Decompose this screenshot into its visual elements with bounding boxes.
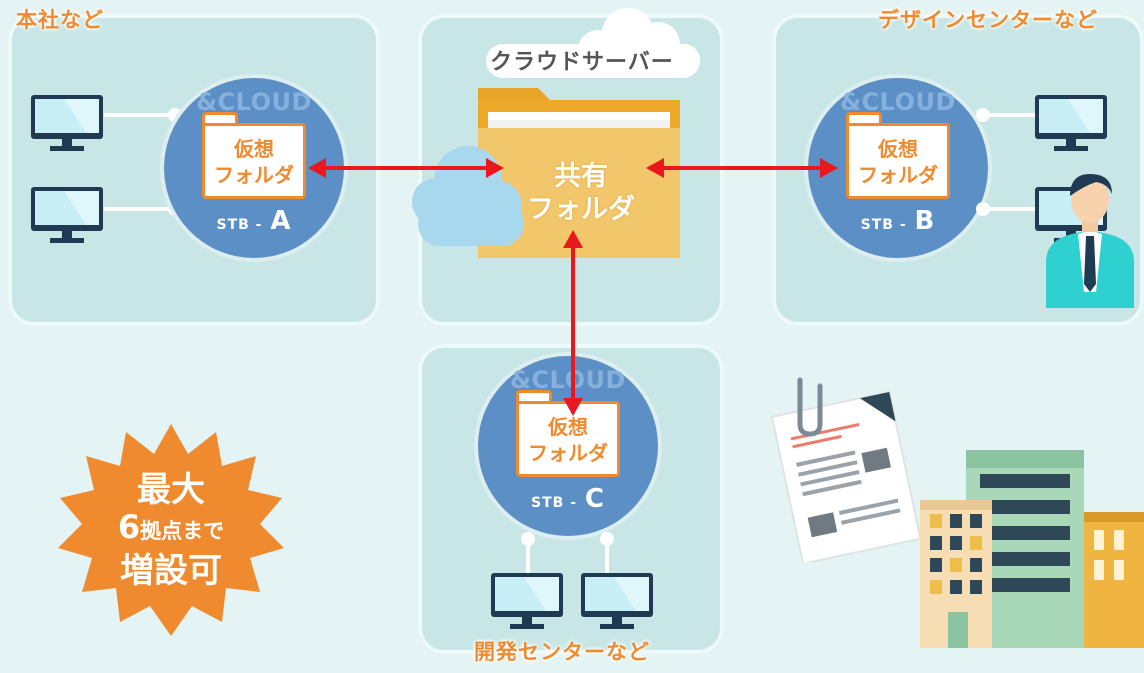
stb-letter: A xyxy=(270,206,292,236)
monitor-icon xyxy=(1035,95,1107,151)
arrowhead-icon xyxy=(308,158,326,178)
cloud-icon xyxy=(486,8,700,78)
connector-dot xyxy=(600,532,614,546)
badge-number: 6 xyxy=(117,508,141,546)
connector-dot xyxy=(976,202,990,216)
stb-id: STB - B xyxy=(808,206,988,236)
starburst-badge-icon xyxy=(58,424,284,636)
person-icon xyxy=(1046,174,1134,308)
connector-line xyxy=(605,540,609,574)
cloud-behind-folder-icon xyxy=(412,146,524,246)
stb-letter: C xyxy=(584,484,605,514)
folder-tab xyxy=(516,390,552,404)
stb-prefix: STB - xyxy=(860,217,913,233)
arrowhead-icon xyxy=(646,158,664,178)
shared-folder-label: 共有 フォルダ xyxy=(506,160,656,226)
badge-line2-text: 拠点まで xyxy=(140,519,225,543)
virtual-folder-line2: フォルダ xyxy=(858,163,938,187)
cloud-label: クラウドサーバー xyxy=(490,50,674,75)
connector-line xyxy=(984,207,1036,211)
stb-prefix: STB - xyxy=(531,495,583,511)
virtual-folder-icon: 仮想 フォルダ xyxy=(202,123,306,199)
badge-line1: 最大 xyxy=(137,470,205,510)
stb-id: STB - A xyxy=(164,206,344,236)
stb-c: &CLOUD 仮想 フォルダ STB - C xyxy=(478,356,658,536)
folder-tab xyxy=(202,112,238,126)
hq-label: 本社など xyxy=(16,8,104,32)
monitor-icon xyxy=(31,95,103,151)
shared-folder-line2: フォルダ xyxy=(527,194,635,225)
connector-line xyxy=(104,207,172,211)
virtual-folder-line2: フォルダ xyxy=(214,163,294,187)
dev-label: 開発センターなど xyxy=(474,640,650,664)
connector-dot xyxy=(976,108,990,122)
stb-prefix: STB - xyxy=(216,217,269,233)
stb-brand: &CLOUD xyxy=(510,366,626,394)
folder-tab xyxy=(846,112,882,126)
badge-text: 最大 6拠点まで 増設可 xyxy=(56,470,286,592)
stb-brand: &CLOUD xyxy=(196,88,312,116)
shared-folder-line1: 共有 xyxy=(554,161,608,192)
stb-letter: B xyxy=(914,206,936,236)
connector-line xyxy=(984,113,1036,117)
badge-line2: 6拠点まで xyxy=(56,510,286,550)
stb-id: STB - C xyxy=(478,484,658,514)
monitor-icon xyxy=(31,187,103,243)
arrowhead-icon xyxy=(563,398,583,416)
arrowhead-icon xyxy=(563,230,583,248)
virtual-folder-line1: 仮想 xyxy=(234,137,274,161)
stb-brand: &CLOUD xyxy=(840,88,956,116)
connector-dot xyxy=(521,532,535,546)
document-icon xyxy=(770,377,922,562)
monitor-icon xyxy=(491,573,563,629)
stb-a: &CLOUD 仮想 フォルダ STB - A xyxy=(164,78,344,258)
virtual-folder-line1: 仮想 xyxy=(548,415,588,439)
connector-line xyxy=(104,113,172,117)
arrowhead-icon xyxy=(486,158,504,178)
design-label: デザインセンターなど xyxy=(878,8,1098,32)
arrowhead-icon xyxy=(820,158,838,178)
connector-line xyxy=(526,540,530,574)
virtual-folder-line2: フォルダ xyxy=(528,441,608,465)
building-icon xyxy=(920,450,1144,648)
virtual-folder-line1: 仮想 xyxy=(878,137,918,161)
monitor-icon xyxy=(581,573,653,629)
virtual-folder-icon: 仮想 フォルダ xyxy=(846,123,950,199)
badge-line3: 増設可 xyxy=(120,551,222,591)
